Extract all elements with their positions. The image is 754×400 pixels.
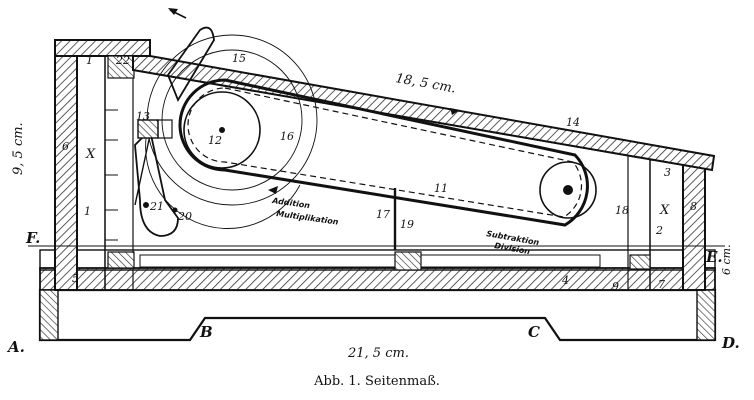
- part-4: 4: [561, 274, 569, 287]
- part-3: 3: [664, 166, 671, 179]
- corner-d: D.: [721, 334, 740, 352]
- corner-c: C: [528, 323, 540, 341]
- right-pulley: [539, 161, 597, 219]
- annotation-multiplikation: Multiplikation: [276, 209, 340, 227]
- left-wall: [54, 39, 151, 291]
- part-1: 1: [84, 205, 91, 218]
- base-block: [38, 249, 717, 342]
- part-19: 19: [400, 218, 414, 231]
- lever-arm: [134, 26, 215, 237]
- slanted-top-plate: [132, 55, 716, 172]
- belt-arrows: [268, 108, 460, 194]
- corner-f: F.: [25, 229, 40, 247]
- vertical-post: [393, 188, 422, 271]
- direction-arrow: [168, 8, 187, 19]
- part-5: 5: [72, 272, 79, 285]
- corner-e: E.: [705, 248, 723, 266]
- pawl-block: [137, 119, 173, 139]
- part-13: 13: [136, 110, 150, 123]
- part-x-left: X: [85, 147, 96, 162]
- part-12: 12: [208, 134, 222, 147]
- dim-bottom: 21, 5 cm.: [347, 346, 409, 361]
- part-20: 20: [177, 210, 192, 223]
- part-2: 2: [655, 224, 663, 237]
- part-22: 22: [115, 54, 130, 67]
- chain-belt: [178, 78, 589, 227]
- part-14: 14: [566, 116, 580, 129]
- part-8: 8: [690, 200, 697, 213]
- dim-right: 6 cm.: [720, 244, 733, 275]
- part-9: 9: [612, 280, 619, 293]
- part-15: 15: [232, 52, 246, 65]
- part-6: 6: [62, 140, 69, 153]
- part-11: 11: [434, 182, 448, 195]
- part-7: 7: [658, 278, 665, 291]
- part-16: 16: [280, 130, 294, 143]
- part-x-right: X: [659, 203, 670, 218]
- dim-left: 9, 5 cm.: [11, 122, 26, 175]
- dim-top: 18, 5 cm.: [394, 71, 457, 96]
- corner-b: B: [199, 323, 213, 341]
- part-17: 17: [376, 208, 390, 221]
- left-pulley: [183, 91, 261, 169]
- part-21: 21: [149, 200, 164, 213]
- corner-a: A.: [6, 338, 25, 356]
- part-18: 18: [615, 204, 629, 217]
- part-1-top: 1: [86, 54, 93, 67]
- figure-caption: Abb. 1. Seitenmaß.: [314, 374, 440, 389]
